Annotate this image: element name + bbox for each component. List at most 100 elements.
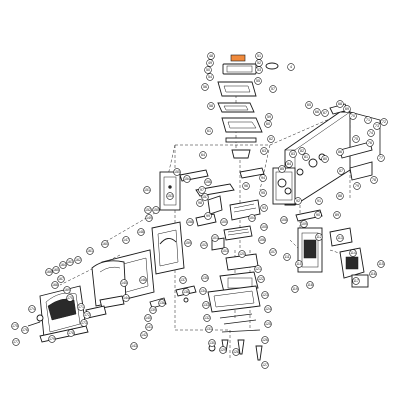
callout-label: 61	[207, 129, 211, 133]
callout-165: 165	[52, 266, 60, 274]
callout-label: 135	[202, 276, 208, 280]
callout-80: 80	[321, 155, 329, 163]
grate	[223, 225, 253, 241]
callout-circle	[67, 329, 75, 337]
callout-95: 95	[259, 189, 267, 197]
top-lid-assembly	[217, 54, 279, 113]
callout-label: 72	[382, 120, 386, 124]
callout-circle	[183, 175, 191, 183]
callout-141: 141	[145, 323, 153, 331]
callout-circle	[158, 299, 166, 307]
callout-176: 176	[21, 326, 29, 334]
callout-circle	[377, 260, 385, 268]
callout-146: 146	[139, 276, 147, 284]
callout-109: 109	[300, 220, 308, 228]
callout-153: 153	[166, 192, 174, 200]
callout-label: 78	[372, 178, 376, 182]
callout-53: 53	[255, 66, 263, 74]
callout-label: 103	[222, 249, 228, 253]
callout-58: 58	[207, 102, 215, 110]
callout-circle	[166, 192, 174, 200]
callout-label: 156	[205, 180, 211, 184]
callout-label: 142	[141, 333, 147, 337]
callout-circle	[314, 211, 322, 219]
callout-label: 141	[146, 325, 152, 329]
callout-87: 87	[337, 167, 345, 175]
callout-78: 78	[370, 176, 378, 184]
callout-label: 82	[300, 149, 304, 153]
callout-circle	[336, 192, 344, 200]
callout-label: 56	[203, 85, 207, 89]
callout-124: 124	[264, 305, 272, 313]
callout-circle	[12, 338, 20, 346]
callout-label: 139	[150, 308, 156, 312]
callout-circle	[298, 147, 306, 155]
callout-circle	[265, 113, 273, 121]
callout-label: 167	[58, 277, 64, 281]
callout-111: 111	[283, 253, 291, 261]
callout-100: 100	[220, 218, 228, 226]
callout-138: 138	[158, 299, 166, 307]
callout-label: 100	[221, 220, 227, 224]
callout-label: 179	[49, 337, 55, 341]
callout-55: 55	[254, 77, 262, 85]
callout-136: 136	[182, 288, 190, 296]
callout-circle	[207, 102, 215, 110]
callout-circle	[145, 323, 153, 331]
baffle-plate	[221, 117, 263, 133]
callout-label: 89	[335, 213, 339, 217]
callout-label: 73	[375, 124, 379, 128]
callout-circle	[248, 214, 256, 222]
callout-67: 67	[321, 109, 329, 117]
callout-label: 74	[369, 131, 373, 135]
callout-circle	[238, 250, 246, 258]
callout-91: 91	[315, 197, 323, 205]
callout-168: 168	[51, 281, 59, 289]
callout-149: 149	[145, 214, 153, 222]
callout-179: 179	[48, 335, 56, 343]
callout-circle	[120, 279, 128, 287]
lid-frame	[217, 81, 257, 97]
callout-108: 108	[280, 216, 288, 224]
callout-156: 156	[204, 178, 212, 186]
callout-50: 50	[204, 66, 212, 74]
callout-circle	[57, 275, 65, 283]
callout-label: 176	[22, 328, 28, 332]
front-door-assembly	[27, 221, 197, 343]
callout-label: 94	[261, 176, 265, 180]
callout-circle	[370, 176, 378, 184]
callout-148: 148	[137, 228, 145, 236]
callout-circle	[205, 127, 213, 135]
callout-label: 119	[292, 287, 298, 291]
callout-circle	[336, 100, 344, 108]
callout-circle	[352, 135, 360, 143]
callout-94: 94	[259, 174, 267, 182]
callout-177: 177	[12, 338, 20, 346]
callout-74: 74	[367, 129, 375, 137]
callout-circle	[101, 240, 109, 248]
callout-157: 157	[201, 193, 209, 201]
callout-circle	[289, 150, 297, 158]
callout-label: 55	[256, 79, 260, 83]
callout-label: 123	[262, 293, 268, 297]
callout-label: 132	[204, 316, 210, 320]
callout-label: 88	[338, 194, 342, 198]
callout-label: 170	[67, 296, 73, 300]
callout-label: 128	[233, 350, 239, 354]
callout-label: 152	[145, 208, 151, 212]
callout-72: 72	[380, 118, 388, 126]
callout-173: 173	[80, 319, 88, 327]
callout-133: 133	[202, 301, 210, 309]
callout-circle	[173, 168, 181, 176]
callout-76: 76	[366, 139, 374, 147]
callout-circle	[269, 85, 277, 93]
callout-circle	[59, 261, 67, 269]
callout-label: 169	[64, 288, 70, 292]
callout-circle	[352, 277, 360, 285]
callout-label: 105	[261, 225, 267, 229]
callout-84: 84	[285, 160, 293, 168]
callout-label: 59	[267, 115, 271, 119]
callout-label: 172	[84, 313, 90, 317]
callout-circle	[257, 275, 265, 283]
callout-171: 171	[77, 303, 85, 311]
